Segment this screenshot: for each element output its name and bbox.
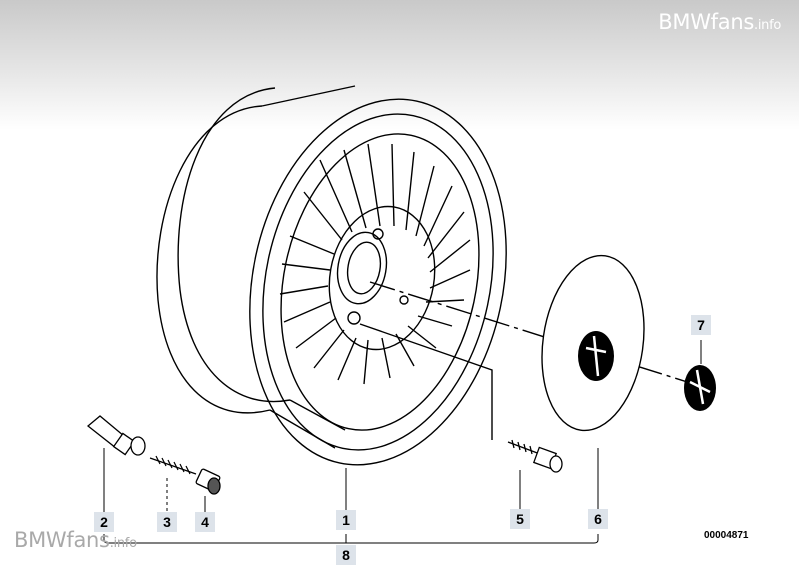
bolt-hole-bottom [347,311,361,325]
callout-3[interactable]: 3 [157,512,177,532]
rim-back-inner [177,87,291,403]
callout-7[interactable]: 7 [691,315,711,335]
rim-outer-lip [249,98,507,466]
spoke-ring-outer [280,133,480,431]
rim-back-contour [156,105,271,414]
valve-core [149,455,197,475]
center-axis-line [369,281,701,387]
center-bore-inner [346,241,382,295]
callout-4[interactable]: 4 [195,512,215,532]
rim-inner-lip [262,113,494,451]
hub-disc [328,205,436,351]
wheel-bolt [507,439,563,473]
callout-6[interactable]: 6 [588,509,608,529]
callout-1[interactable]: 1 [336,510,356,530]
header-gradient [0,0,799,130]
document-number: 00004871 [704,530,749,541]
bolt-leader-line [359,323,493,440]
emblem [684,365,716,411]
wheel-spokes [279,143,471,385]
callout-5[interactable]: 5 [510,509,530,529]
callout-2[interactable]: 2 [94,512,114,532]
hub-cap [541,254,645,432]
site-watermark-top: BMWfans.info [658,10,781,34]
bolt-hole-top [372,228,384,240]
valve-stem [86,415,146,456]
valve-cap [195,468,221,495]
bolt-hole-right [399,295,409,305]
site-watermark-bottom: BMWfans.info [14,528,137,552]
rim-top-edge [261,85,356,107]
group-bracket [103,534,599,544]
callout-8[interactable]: 8 [336,545,356,565]
center-bore-outer [336,231,388,305]
